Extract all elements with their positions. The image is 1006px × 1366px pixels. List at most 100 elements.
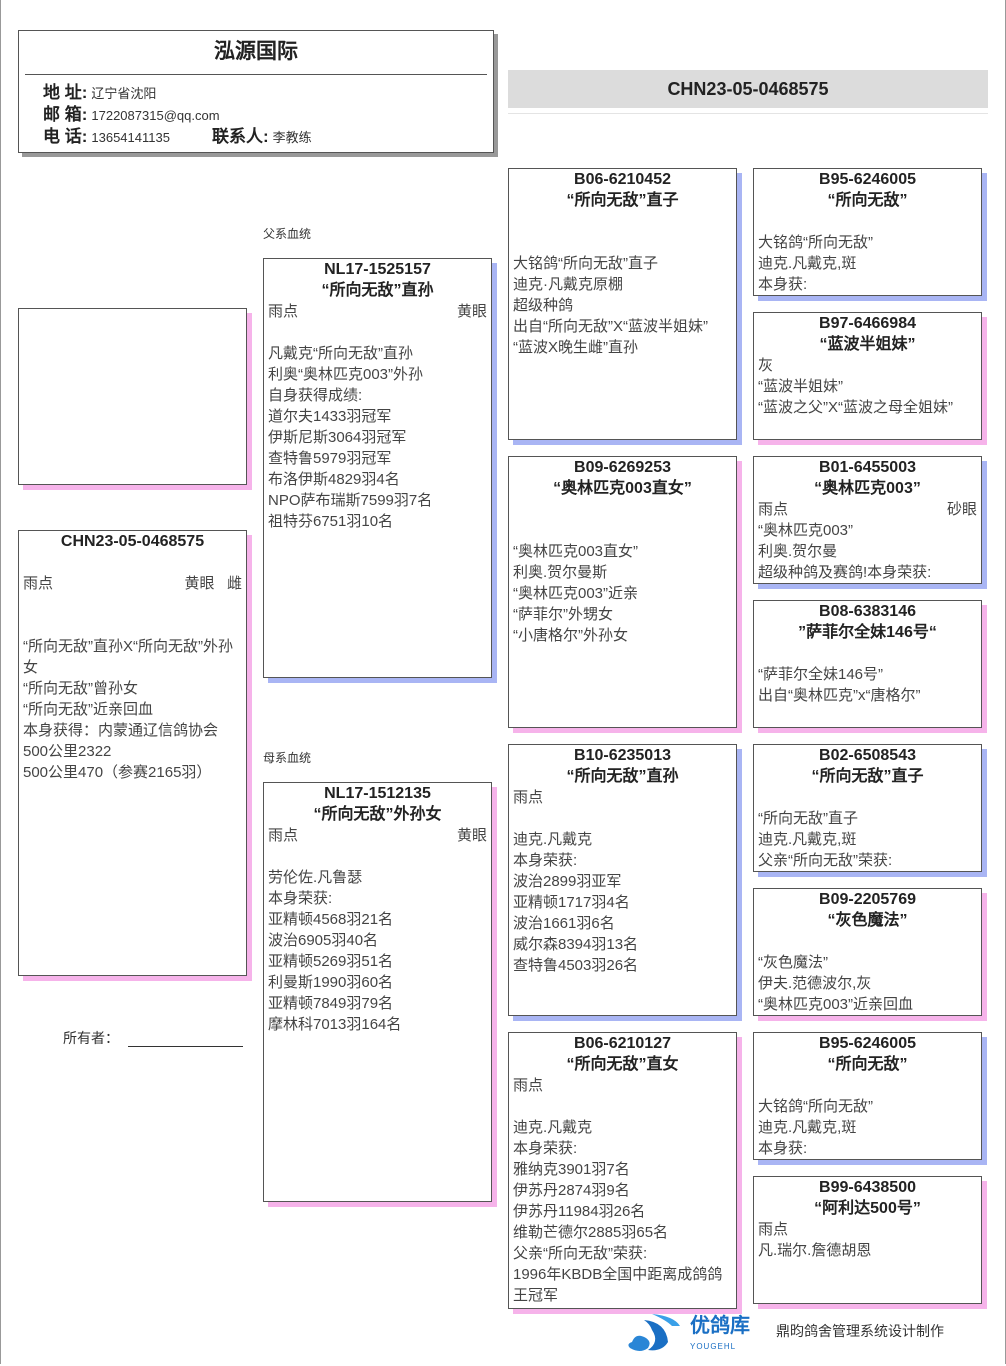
description-line: 维勒芒德尔2885羽65名 bbox=[513, 1224, 669, 1241]
description-line bbox=[513, 520, 732, 541]
description-line: 超级种鸽 bbox=[513, 297, 574, 314]
pigeon-name: “所向无敌” bbox=[827, 192, 908, 209]
description-line: 本身荣获: bbox=[513, 1140, 578, 1157]
feather-color: 雨点 bbox=[758, 1221, 789, 1238]
description-line: 波治2899羽亚军 bbox=[513, 873, 622, 890]
pigeon-name: ”萨菲尔全妹146号“ bbox=[798, 624, 937, 641]
ring-number-banner: CHN23-05-0468575 bbox=[508, 70, 988, 108]
credit-text: 鼎昀鸽舍管理系统设计制作 bbox=[776, 1323, 944, 1339]
description-line: NPO萨布瑞斯7599羽7名 bbox=[268, 492, 433, 509]
color-eye-row: 雨点 bbox=[513, 1075, 732, 1096]
sire-line-label: 父系血统 bbox=[263, 227, 312, 241]
description-line: 亚精顿4568羽21名 bbox=[268, 911, 394, 928]
feather-color: 雨点 bbox=[268, 303, 299, 320]
description-line: 迪克.凡戴克 bbox=[513, 831, 593, 848]
ring-number: B09-6269253 bbox=[574, 459, 671, 476]
feather-color: 灰 bbox=[758, 357, 774, 374]
ring-number: B08-6383146 bbox=[819, 603, 916, 620]
yougeku-logo-icon bbox=[628, 1314, 680, 1351]
description-line: 本身荣获: bbox=[268, 890, 333, 907]
description-line: 本身获: bbox=[758, 1140, 808, 1157]
color-eye-row bbox=[758, 211, 977, 232]
pigeon-name: “所向无敌”直女 bbox=[566, 1056, 679, 1073]
feather-color: 雨点 bbox=[513, 1077, 544, 1094]
description-line: 1996年KBDB全国中距离成鸽鸽王冠军 bbox=[513, 1266, 723, 1304]
ring-number: B06-6210452 bbox=[574, 171, 671, 188]
description-line: 利奥.贺尔曼 bbox=[758, 543, 838, 560]
description-line: 亚精顿7849羽79名 bbox=[268, 995, 394, 1012]
ring-number: B02-6508543 bbox=[819, 747, 916, 764]
loft-name: 泓源国际 bbox=[214, 40, 298, 63]
description-line: “所向无敌”曾孙女 bbox=[23, 680, 138, 697]
description-line: 500公里2322 bbox=[23, 743, 112, 760]
divider bbox=[25, 74, 487, 75]
pedigree-card-sire: NL17-1525157“所向无敌”直孙雨点黄眼凡戴克“所向无敌”直孙利奥“奥林… bbox=[263, 258, 492, 678]
description-line: 伊斯尼斯3064羽冠军 bbox=[268, 429, 407, 446]
description-line: 威尔森8394羽13名 bbox=[513, 936, 639, 953]
description-line: 出自“所向无敌”X“蓝波半姐妹” bbox=[513, 318, 708, 335]
logo-text: 优鸽库 bbox=[690, 1315, 750, 1337]
description-line bbox=[513, 1096, 732, 1117]
pedigree-card-ssd: B97-6466984“蓝波半姐妹”灰“蓝波半姐妹”“蓝波之父”X“蓝波之母全姐… bbox=[753, 312, 982, 440]
description-line: 波治1661羽6名 bbox=[513, 915, 615, 932]
description-line: 凡戴克“所向无敌”直孙 bbox=[268, 345, 413, 362]
phone-label: 电 话: bbox=[43, 127, 88, 146]
subject-pigeon-card: CHN23-05-0468575 雨点 黄眼 雌 “所向无敌”直孙X“所向无敌”… bbox=[18, 530, 247, 976]
description-line: 自身获得成绩: bbox=[268, 387, 363, 404]
eye-sex-group: 黄眼 雌 bbox=[184, 573, 242, 594]
description-line: “小唐格尔”外孙女 bbox=[513, 627, 628, 644]
description-line: 利曼斯1990羽60名 bbox=[268, 974, 394, 991]
description-line: “所向无敌”直子 bbox=[758, 810, 858, 827]
description-line: 本身获得：内蒙通辽信鸽协会 bbox=[23, 722, 219, 739]
description-line bbox=[513, 232, 732, 253]
pigeon-name: “所向无敌”直子 bbox=[811, 768, 924, 785]
color-eye-row bbox=[513, 211, 732, 232]
description-line: 迪克.凡戴克 bbox=[513, 1119, 593, 1136]
ring-number: B06-6210127 bbox=[574, 1035, 671, 1052]
color-eye-row: 雨点砂眼 bbox=[758, 499, 977, 520]
divider bbox=[508, 113, 988, 114]
pigeon-name: “所向无敌”直孙 bbox=[566, 768, 679, 785]
description-line: 本身获: bbox=[758, 276, 808, 293]
logo-subtext: YOUGEHL bbox=[690, 1342, 737, 1351]
description-line: 迪克.凡戴克,斑 bbox=[758, 831, 857, 848]
description-line: 伊苏丹11984羽26名 bbox=[513, 1203, 646, 1220]
description-line: 超级种鸽及赛鸽!本身荣获: bbox=[758, 564, 932, 581]
color-eye-row bbox=[513, 499, 732, 520]
phone-value: 13654141135 bbox=[91, 130, 170, 145]
pigeon-name: “所向无敌”外孙女 bbox=[313, 806, 442, 823]
description-line: 雅纳克3901羽7名 bbox=[513, 1161, 630, 1178]
pedigree-card-sd: B09-6269253“奥林匹克003直女”“奥林匹克003直女”利奥.贺尔曼斯… bbox=[508, 456, 737, 728]
description-line: 本身荣获: bbox=[513, 852, 578, 869]
pigeon-name: “蓝波半姐妹” bbox=[819, 336, 916, 353]
pedigree-card-dam: NL17-1512135“所向无敌”外孙女雨点黄眼劳伦佐.凡鲁瑟本身荣获:亚精顿… bbox=[263, 782, 492, 1202]
description-line: 伊夫.范德波尔,灰 bbox=[758, 975, 872, 992]
description-line: “蓝波之父”X“蓝波之母全姐妹” bbox=[758, 399, 953, 416]
description-line: “奥林匹克003直女” bbox=[513, 543, 639, 560]
dam-line-label: 母系血统 bbox=[263, 751, 312, 765]
pedigree-card-dss: B02-6508543“所向无敌”直子“所向无敌”直子迪克.凡戴克,斑父亲“所向… bbox=[753, 744, 982, 872]
description-line: “萨菲尔”外甥女 bbox=[513, 606, 613, 623]
description-line bbox=[513, 808, 732, 829]
ring-number: B95-6246005 bbox=[819, 171, 916, 188]
description-line bbox=[268, 846, 487, 867]
pedigree-card-ddd: B99-6438500“阿利达500号”雨点凡.瑞尔.詹德胡恩 bbox=[753, 1176, 982, 1304]
ring-number: B10-6235013 bbox=[574, 747, 671, 764]
loft-info-card: 泓源国际 地 址:辽宁省沈阳 邮 箱:1722087315@qq.com 电 话… bbox=[18, 30, 494, 153]
color-eye-row: 雨点 bbox=[513, 787, 732, 808]
color-eye-row bbox=[758, 643, 977, 664]
description-line: “所向无敌”近亲回血 bbox=[23, 701, 153, 718]
color-eye-row bbox=[758, 1075, 977, 1096]
pigeon-name: “奥林匹克003” bbox=[814, 480, 921, 497]
pedigree-card-sss: B95-6246005“所向无敌”大铭鸽“所向无敌”迪克.凡戴克,斑本身获: bbox=[753, 168, 982, 296]
color-eye-row: 雨点 黄眼 雌 bbox=[23, 573, 242, 594]
description-line: 父亲“所向无敌”荣获: bbox=[758, 852, 893, 869]
ring-number: B99-6438500 bbox=[819, 1179, 916, 1196]
description-line: 大铭鸽“所向无敌” bbox=[758, 1098, 873, 1115]
pigeon-name: “所向无敌”直孙 bbox=[321, 282, 434, 299]
pedigree-card-sds: B01-6455003“奥林匹克003”雨点砂眼“奥林匹克003”利奥.贺尔曼超… bbox=[753, 456, 982, 584]
description-line: 利奥“奥林匹克003”外孙 bbox=[268, 366, 424, 383]
description-line: “奥林匹克003” bbox=[758, 522, 854, 539]
description-line: “灰色魔法” bbox=[758, 954, 828, 971]
